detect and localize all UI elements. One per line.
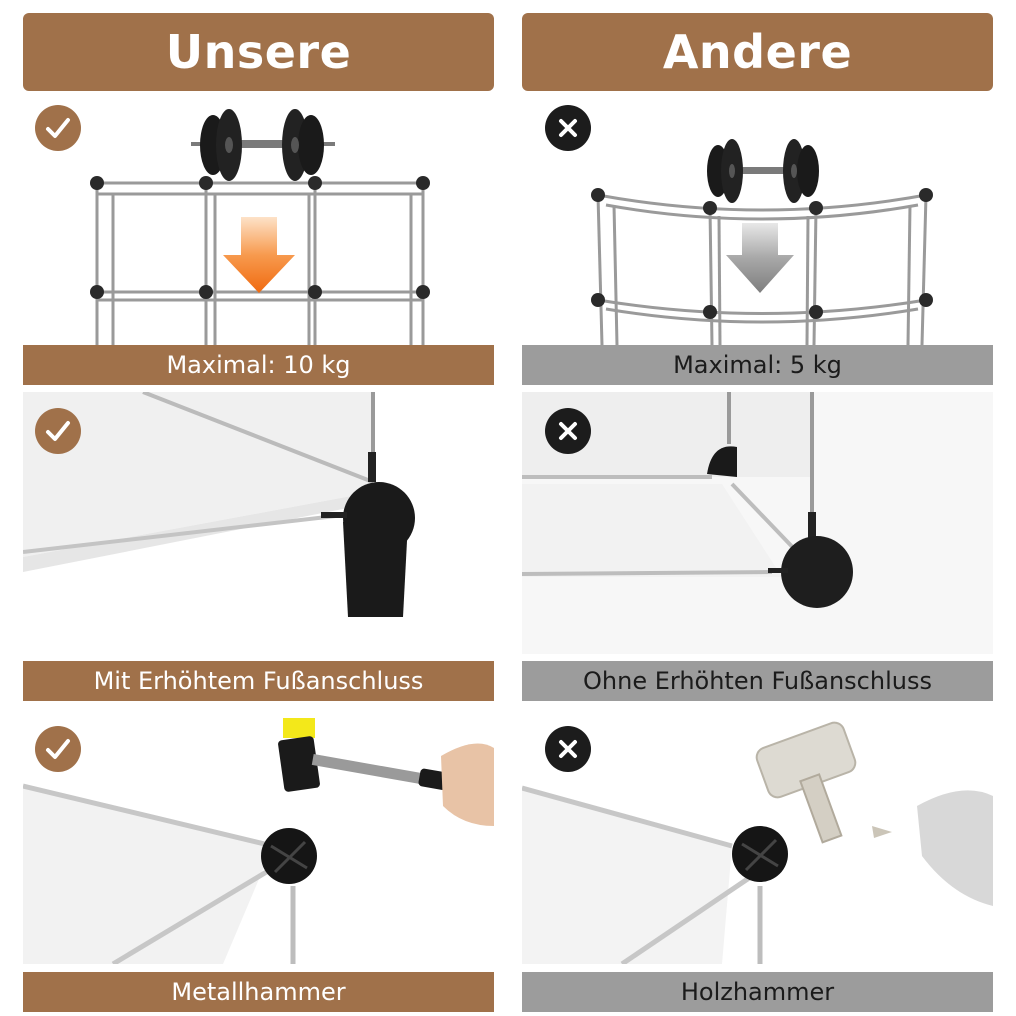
raised-foot-illustration (23, 392, 415, 617)
x-icon (545, 408, 591, 454)
wooden-hammer-icon (755, 721, 993, 906)
flat-foot-illustration (522, 392, 993, 654)
down-arrow-icon (726, 223, 794, 293)
panel-hammer-ours (23, 706, 494, 964)
panel-foot-ours (23, 392, 494, 654)
x-icon (545, 726, 591, 772)
caption-hammer-ours: Metallhammer (23, 972, 494, 1012)
header-ours: Unsere (23, 13, 494, 91)
panel-hammer-others (522, 706, 993, 964)
caption-foot-ours: Mit Erhöhtem Fußanschluss (23, 661, 494, 701)
panel-load-others (522, 95, 993, 345)
check-icon (35, 726, 81, 772)
caption-foot-others: Ohne Erhöhten Fußanschluss (522, 661, 993, 701)
down-arrow-icon (223, 217, 295, 293)
caption-hammer-others: Holzhammer (522, 972, 993, 1012)
dumbbell-icon (707, 139, 819, 203)
metal-hammer-icon (278, 718, 494, 826)
shelf-load-illustration-ours (90, 109, 430, 345)
x-icon (545, 105, 591, 151)
dumbbell-icon (191, 109, 335, 181)
check-icon (35, 408, 81, 454)
caption-load-others: Maximal: 5 kg (522, 345, 993, 385)
shelf-load-illustration-others (591, 139, 933, 345)
header-others: Andere (522, 13, 993, 91)
metal-hammer-illustration (23, 718, 494, 964)
wooden-hammer-illustration (522, 721, 993, 964)
caption-load-ours: Maximal: 10 kg (23, 345, 494, 385)
panel-load-ours (23, 95, 494, 345)
panel-foot-others (522, 392, 993, 654)
check-icon (35, 105, 81, 151)
